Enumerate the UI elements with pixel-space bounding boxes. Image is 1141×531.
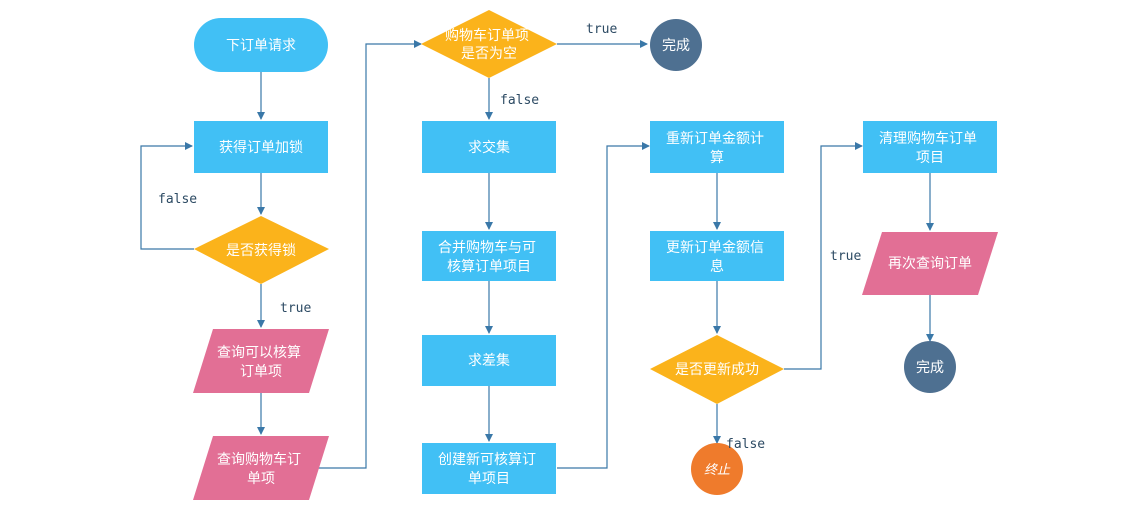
- terminal-done-bottom: [904, 341, 956, 393]
- process-lock: [194, 121, 328, 173]
- label-update-ok-false: false: [726, 437, 765, 452]
- process-merge: [422, 231, 556, 281]
- decision-got-lock-text: 是否获得锁: [226, 242, 296, 258]
- terminal-done-top: [650, 19, 702, 71]
- edge-labels: false true true false false true: [158, 22, 861, 452]
- decision-cart-empty-text: 购物车订单项 是否为空: [445, 27, 533, 61]
- process-intersect: [422, 121, 556, 173]
- process-update: [650, 231, 784, 281]
- edge-query-cart-to-cart-empty: [317, 40, 422, 469]
- process-create: [422, 443, 556, 494]
- label-got-lock-true: true: [280, 301, 311, 316]
- io-query-checkable-text: 查询可以核算 订单项: [217, 344, 305, 379]
- label-got-lock-false: false: [158, 192, 197, 207]
- process-recalc-text: 重新订单金额计 算: [666, 130, 768, 165]
- terminal-stop-text: 终止: [704, 462, 731, 477]
- process-merge-text: 合并购物车与可 核算订单项目: [438, 239, 540, 274]
- process-lock-text: 获得订单加锁: [219, 139, 303, 155]
- label-update-ok-true: true: [830, 249, 861, 264]
- terminal-stop: [691, 443, 743, 495]
- connectors: [140, 40, 934, 469]
- io-query-cart: [193, 436, 329, 500]
- edge-got-lock-false-loop: [140, 142, 194, 250]
- decision-got-lock: [194, 216, 329, 284]
- terminal-done-bottom-text: 完成: [916, 359, 944, 375]
- io-requery-text: 再次查询订单: [888, 255, 972, 271]
- decision-update-ok-text: 是否更新成功: [675, 361, 759, 377]
- process-intersect-text: 求交集: [468, 139, 510, 155]
- decision-update-ok: [650, 335, 784, 404]
- io-query-cart-text: 查询购物车订 单项: [217, 451, 305, 486]
- io-requery: [862, 232, 998, 295]
- decision-cart-empty: [421, 10, 557, 78]
- nodes: 下订单请求 获得订单加锁 是否获得锁 查询可以核算 订单项 查询购物车订 单项 …: [193, 10, 998, 500]
- start-node: [194, 18, 328, 72]
- edge-update-ok-to-clean: [784, 142, 863, 370]
- label-cart-empty-false: false: [500, 93, 539, 108]
- process-clean-text: 清理购物车订单 项目: [879, 130, 981, 165]
- process-recalc: [650, 121, 784, 173]
- process-update-text: 更新订单金额信 息: [666, 239, 768, 274]
- process-diff: [422, 335, 556, 386]
- process-clean: [863, 121, 997, 173]
- edge-create-to-recalc: [557, 142, 650, 469]
- process-diff-text: 求差集: [468, 352, 510, 368]
- terminal-done-top-text: 完成: [662, 37, 690, 53]
- start-node-text: 下订单请求: [226, 37, 296, 53]
- process-create-text: 创建新可核算订 单项目: [438, 451, 540, 486]
- label-cart-empty-true: true: [586, 22, 617, 37]
- io-query-checkable: [193, 329, 329, 393]
